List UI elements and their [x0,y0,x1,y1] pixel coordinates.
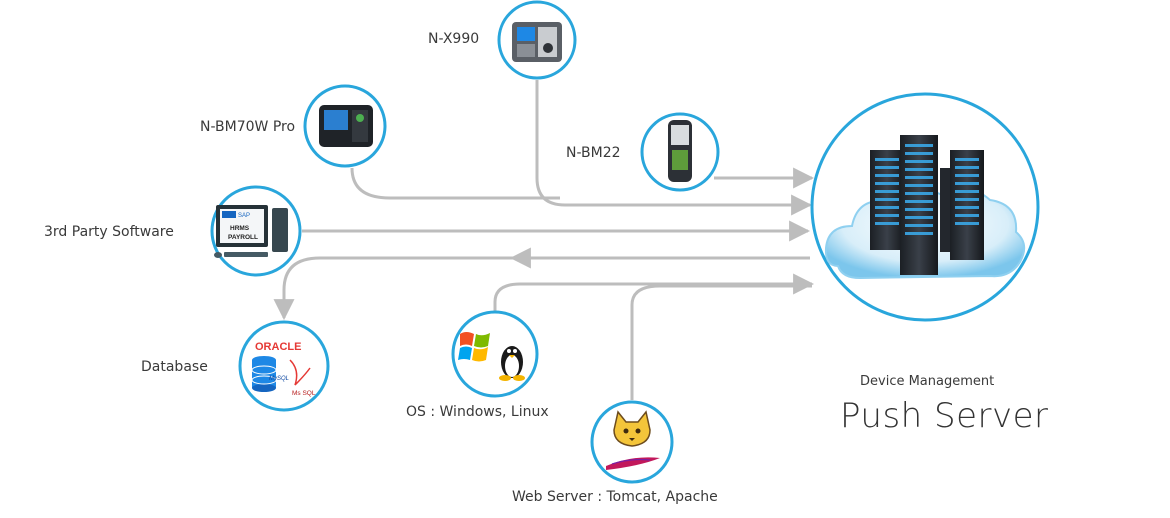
label-nbm22: N-BM22 [566,145,621,161]
node-database[interactable]: ORACLE MySQL Ms SQL [238,320,330,412]
label-database: Database [141,359,208,375]
apache-feather-icon [606,457,660,470]
screen-line-payroll: PAYROLL [228,234,258,241]
node-push-server[interactable] [810,92,1040,322]
node-nx990[interactable] [497,0,577,80]
node-thirdparty[interactable]: SAP HRMS PAYROLL [210,185,302,277]
node-webserver[interactable] [590,400,674,484]
connectors [273,80,815,400]
label-os: OS : Windows, Linux [406,404,549,420]
sap-brand-text: SAP [238,213,250,219]
database-icon: ORACLE MySQL Ms SQL [251,341,316,397]
node-nbm70w[interactable] [303,84,387,168]
screen-line-hrms: HRMS [230,225,250,232]
tomcat-icon [613,410,651,447]
linux-icon [499,346,525,381]
node-os[interactable] [451,310,539,398]
oracle-logo-text: ORACLE [255,341,301,353]
server-subtitle: Device Management [860,374,995,389]
server-rack-icon [870,135,984,275]
computer-icon: SAP HRMS PAYROLL [214,205,288,258]
label-webserver: Web Server : Tomcat, Apache [512,489,718,505]
label-nx990: N-X990 [428,31,480,47]
label-thirdparty: 3rd Party Software [44,224,174,240]
connector-database [273,256,810,321]
connector-webserver [630,284,812,400]
mssql-logo-text: Ms SQL [292,390,316,397]
connector-nbm70w-main [350,167,560,200]
label-nbm70w: N-BM70W Pro [200,119,296,135]
mysql-logo-text: MySQL [269,376,289,382]
node-nbm22[interactable] [640,112,720,192]
windows-icon [458,332,490,362]
server-title: Push Server [840,396,1049,436]
connector-os [493,273,815,315]
